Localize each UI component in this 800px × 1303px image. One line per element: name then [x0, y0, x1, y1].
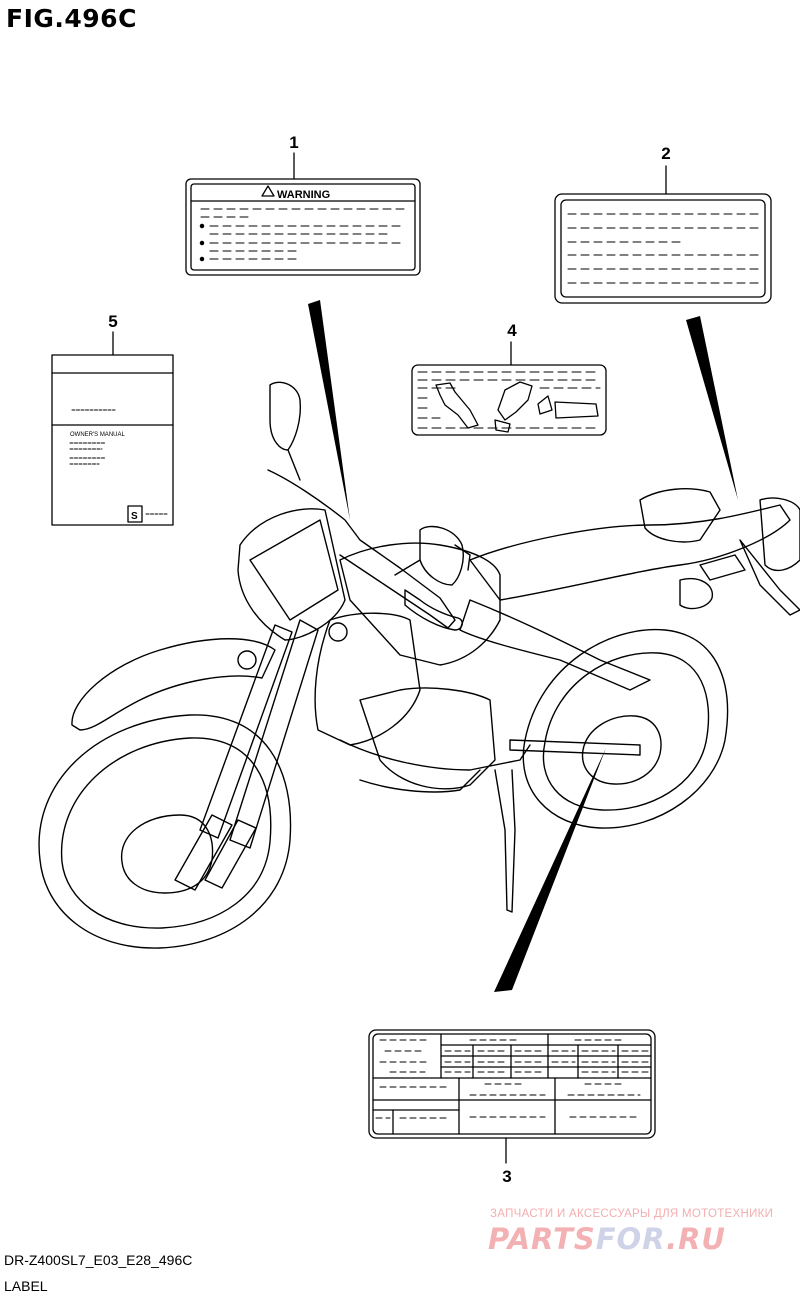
figure-code: DR-Z400SL7_E03_E28_496C [4, 1252, 193, 1268]
label-3 [368, 1029, 656, 1139]
callout-3: 3 [502, 1167, 511, 1186]
warning-heading: WARNING [277, 189, 330, 201]
pointer-3 [494, 748, 606, 992]
watermark-logo: PARTSFOR.RU [488, 1222, 726, 1256]
label-2 [554, 193, 772, 304]
pointer-wedges [308, 300, 738, 992]
callout-1: 1 [289, 133, 298, 152]
warning-triangle-icon [261, 185, 275, 197]
owners-manual-text: OWNER'S MANUAL [70, 432, 125, 438]
pointer-1 [308, 300, 350, 520]
callout-5: 5 [108, 312, 117, 331]
label-1-warning [185, 178, 421, 276]
pointer-2 [686, 316, 738, 500]
figure-title: FIG.496C [6, 4, 137, 33]
figure-caption: LABEL [4, 1278, 48, 1294]
callout-2: 2 [661, 144, 670, 163]
suzuki-logo: S [131, 511, 138, 522]
label-5-owners-manual [51, 354, 174, 526]
watermark-logo-a: PARTS [488, 1222, 596, 1256]
watermark-text: ЗАПЧАСТИ И АКСЕССУАРЫ ДЛЯ МОТОТЕХНИКИ [490, 1208, 774, 1220]
watermark-logo-c: .RU [666, 1222, 726, 1256]
motorcycle-illustration [38, 381, 800, 949]
callout-4: 4 [507, 321, 517, 340]
label-4 [411, 364, 607, 436]
watermark-logo-b: FOR [595, 1222, 667, 1256]
